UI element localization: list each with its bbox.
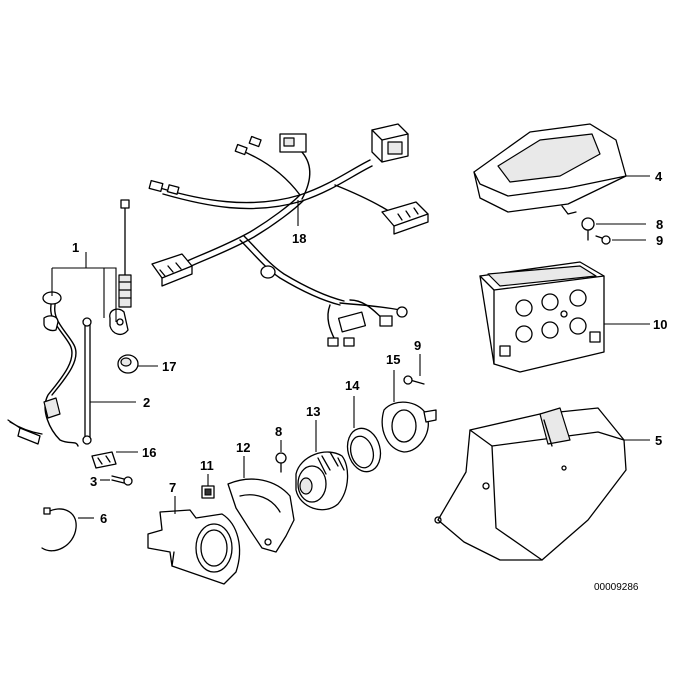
callout-8-lower: 8	[275, 424, 282, 439]
connector-top-left-terminals	[148, 135, 262, 195]
part-5-tray[interactable]	[434, 407, 650, 561]
callout-7: 7	[169, 480, 176, 495]
callout-10: 10	[653, 317, 667, 332]
drawing-number: 00009286	[594, 582, 639, 593]
part-17-cap[interactable]	[117, 354, 158, 374]
part-7-housing-plate[interactable]	[147, 496, 241, 585]
part-10-holder[interactable]	[479, 261, 650, 373]
part-18-wiring-harness[interactable]	[148, 123, 429, 347]
part-2-mounting-rod[interactable]	[82, 317, 136, 445]
callout-5: 5	[655, 433, 662, 448]
part-13-speaker[interactable]	[295, 420, 349, 511]
callout-3: 3	[90, 474, 97, 489]
connector-left-large	[151, 253, 193, 287]
callout-15: 15	[386, 352, 400, 367]
callout-9-lower: 9	[414, 338, 421, 353]
callout-11: 11	[200, 458, 214, 473]
part-4-lid[interactable]	[473, 123, 650, 215]
part-16-clip[interactable]	[91, 451, 138, 469]
callout-17: 17	[162, 359, 176, 374]
callout-1: 1	[72, 240, 79, 255]
connector-bottom-cluster	[327, 306, 408, 347]
callout-2: 2	[143, 395, 150, 410]
callout-8-upper: 8	[656, 217, 663, 232]
part-3-screw[interactable]	[100, 475, 133, 486]
part-1-antenna-assembly[interactable]	[7, 199, 132, 447]
connector-right-flat	[381, 201, 429, 235]
callout-16: 16	[142, 445, 156, 460]
callout-12: 12	[236, 440, 250, 455]
connector-top-center	[279, 133, 307, 153]
connector-top-right-box	[371, 123, 409, 163]
part-9-screw-upper[interactable]	[595, 235, 646, 245]
callout-18: 18	[292, 231, 306, 246]
part-12-cover[interactable]	[227, 456, 295, 553]
callout-13: 13	[306, 404, 320, 419]
callout-4: 4	[655, 169, 663, 184]
callout-9-upper: 9	[656, 233, 663, 248]
callout-14: 14	[345, 378, 360, 393]
part-9-screw-lower[interactable]	[403, 354, 425, 385]
part-8-screw-lower[interactable]	[275, 440, 287, 473]
part-8-screw-upper[interactable]	[581, 217, 646, 241]
part-6-ring-clamp[interactable]	[41, 507, 94, 552]
part-11-nut[interactable]	[201, 474, 215, 499]
part-14-ring[interactable]	[343, 396, 385, 475]
callout-6: 6	[100, 511, 107, 526]
part-15-bracket[interactable]	[381, 370, 437, 453]
